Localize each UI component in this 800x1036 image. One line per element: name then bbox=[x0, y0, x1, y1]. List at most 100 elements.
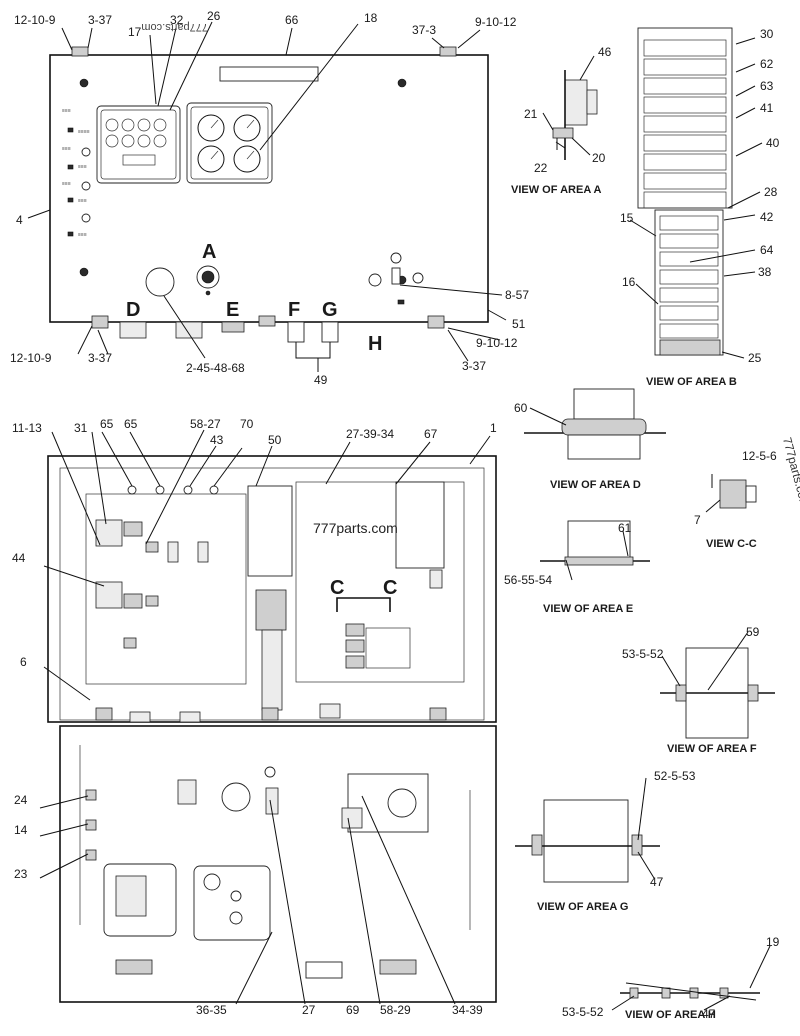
callout-27-39-34: 27-39-34 bbox=[346, 427, 394, 441]
callout-42: 42 bbox=[760, 210, 774, 224]
callout-20: 20 bbox=[592, 151, 606, 165]
callout-38: 38 bbox=[758, 265, 772, 279]
callout-34-39: 34-39 bbox=[452, 1003, 483, 1017]
terminal-cell bbox=[643, 58, 727, 76]
area-letter-a: A bbox=[202, 241, 216, 263]
terminal-cell bbox=[643, 134, 727, 152]
terminal-cell bbox=[659, 233, 719, 249]
area-letters: A D E F G H C C bbox=[126, 241, 397, 599]
svg-text:≡≡≡: ≡≡≡ bbox=[62, 181, 71, 187]
callout-24: 24 bbox=[14, 793, 28, 807]
callout-4: 4 bbox=[16, 213, 23, 227]
callout-58-29: 58-29 bbox=[380, 1003, 411, 1017]
area-b-terminal-strip bbox=[637, 27, 733, 356]
callout-11-13: 11-13 bbox=[12, 421, 42, 435]
callout-9-10-12-bot: 9-10-12 bbox=[476, 336, 518, 350]
callout-70: 70 bbox=[240, 417, 254, 431]
area-letter-d: D bbox=[126, 299, 140, 321]
callout-44: 44 bbox=[12, 551, 26, 565]
area-g-detail bbox=[515, 799, 660, 883]
area-letter-f: F bbox=[288, 299, 300, 321]
callout-19: 19 bbox=[766, 935, 780, 949]
callout-15: 15 bbox=[620, 211, 634, 225]
callout-12-5-6: 12-5-6 bbox=[742, 449, 777, 463]
area-letter-h: H bbox=[368, 333, 382, 355]
caption-area-h: VIEW OF AREA H bbox=[625, 1009, 716, 1021]
callout-47-g: 47 bbox=[650, 875, 664, 889]
terminal-cell bbox=[643, 77, 727, 95]
area-letter-c-right: C bbox=[383, 577, 397, 599]
svg-text:≡≡≡: ≡≡≡ bbox=[78, 198, 87, 204]
callout-56-55-54: 56-55-54 bbox=[504, 573, 552, 587]
callout-26: 26 bbox=[207, 9, 221, 23]
callout-64: 64 bbox=[760, 243, 774, 257]
callout-40: 40 bbox=[766, 136, 780, 150]
area-e-detail bbox=[540, 520, 650, 566]
callout-28: 28 bbox=[764, 185, 778, 199]
callout-41: 41 bbox=[760, 101, 774, 115]
watermark-right: 777parts.com bbox=[780, 436, 800, 510]
callout-8-57: 8-57 bbox=[505, 288, 529, 302]
callout-67: 67 bbox=[424, 427, 438, 441]
svg-text:≡≡≡≡: ≡≡≡≡ bbox=[78, 129, 90, 135]
callout-27: 27 bbox=[302, 1003, 316, 1017]
callout-53-5-52-f: 53-5-52 bbox=[622, 647, 664, 661]
interior-view bbox=[47, 455, 497, 1003]
area-h-detail bbox=[620, 982, 760, 1001]
callout-32: 32 bbox=[170, 13, 184, 27]
leader-lines bbox=[27, 21, 771, 1011]
terminal-cell bbox=[643, 96, 727, 114]
callout-43: 43 bbox=[210, 433, 224, 447]
callout-60: 60 bbox=[514, 401, 528, 415]
callout-2-45-48-68: 2-45-48-68 bbox=[186, 361, 245, 375]
indicator-lamp-panel bbox=[96, 105, 181, 184]
area-f-detail bbox=[660, 647, 775, 739]
callout-21: 21 bbox=[524, 107, 538, 121]
area-a-key-switch bbox=[196, 265, 220, 296]
caption-area-e: VIEW OF AREA E bbox=[543, 603, 633, 615]
svg-text:≡≡≡: ≡≡≡ bbox=[62, 108, 71, 114]
callout-25: 25 bbox=[748, 351, 762, 365]
callout-14: 14 bbox=[14, 823, 28, 837]
callout-23: 23 bbox=[14, 867, 28, 881]
area-letter-c-left: C bbox=[330, 577, 344, 599]
front-panel-view: ≡≡≡ ≡≡≡≡ ≡≡≡ ≡≡≡ ≡≡≡ ≡≡≡ ≡≡≡ bbox=[49, 46, 489, 359]
callout-3-37-right: 3-37 bbox=[462, 359, 486, 373]
callout-6: 6 bbox=[20, 655, 27, 669]
callout-69: 69 bbox=[346, 1003, 360, 1017]
view-cc-detail bbox=[711, 474, 757, 509]
terminal-cell bbox=[659, 305, 719, 321]
area-letter-e: E bbox=[226, 299, 239, 321]
callout-31: 31 bbox=[74, 421, 88, 435]
callout-22: 22 bbox=[534, 161, 548, 175]
svg-text:≡≡≡: ≡≡≡ bbox=[62, 146, 71, 152]
callout-12-10-9-top: 12-10-9 bbox=[14, 13, 56, 27]
callout-65a: 65 bbox=[100, 417, 114, 431]
callout-58-27: 58-27 bbox=[190, 417, 221, 431]
callout-30: 30 bbox=[760, 27, 774, 41]
callout-63: 63 bbox=[760, 79, 774, 93]
callout-12-10-9-bot: 12-10-9 bbox=[10, 351, 52, 365]
callout-16: 16 bbox=[622, 275, 636, 289]
callout-7: 7 bbox=[694, 513, 701, 527]
callout-59: 59 bbox=[746, 625, 760, 639]
watermark-top: 777parts.com bbox=[141, 21, 208, 33]
gauge-panel bbox=[186, 102, 273, 184]
svg-text:≡≡≡: ≡≡≡ bbox=[78, 164, 87, 170]
callout-53-5-52-h: 53-5-52 bbox=[562, 1005, 604, 1019]
callout-37-3: 37-3 bbox=[412, 23, 436, 37]
caption-area-d: VIEW OF AREA D bbox=[550, 479, 641, 491]
callout-62: 62 bbox=[760, 57, 774, 71]
terminal-cell bbox=[643, 39, 727, 57]
callout-49: 49 bbox=[314, 373, 328, 387]
terminal-cell bbox=[659, 269, 719, 285]
callout-46: 46 bbox=[598, 45, 612, 59]
callout-65b: 65 bbox=[124, 417, 138, 431]
callout-66: 66 bbox=[285, 13, 299, 27]
callout-36-35: 36-35 bbox=[196, 1003, 227, 1017]
callout-51: 51 bbox=[512, 317, 526, 331]
area-letter-g: G bbox=[322, 299, 338, 321]
callout-3-37-top: 3-37 bbox=[88, 13, 112, 27]
callout-17: 17 bbox=[128, 25, 142, 39]
